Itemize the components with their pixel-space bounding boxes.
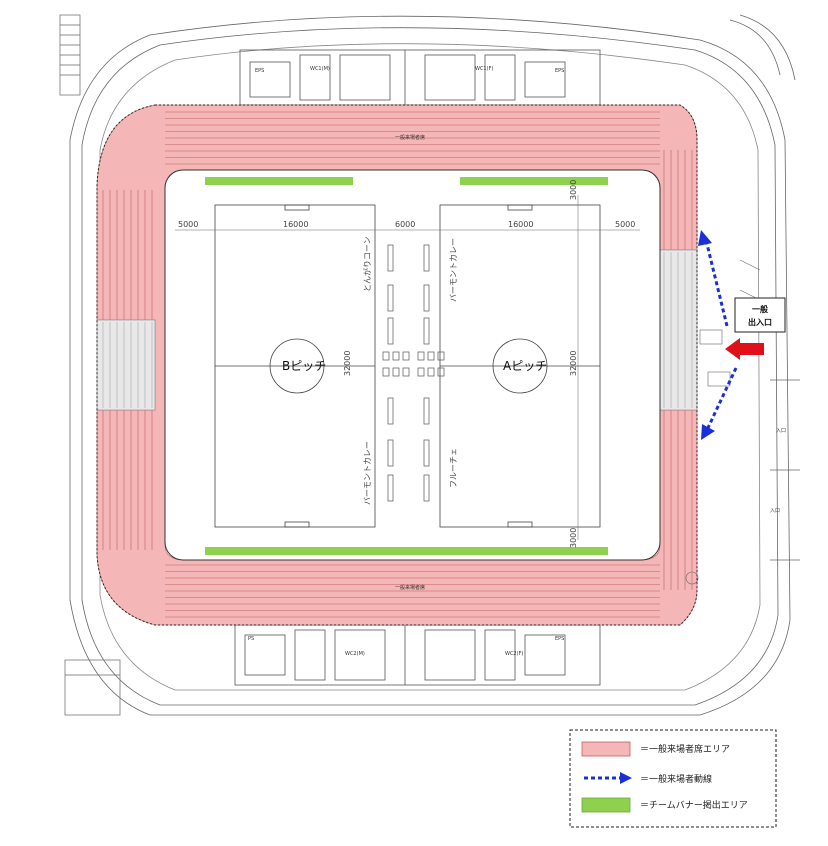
pitch-a [439,204,601,528]
bench-cluster [382,351,390,361]
dim-left-margin: 5000 [178,220,198,229]
wc2m-label: WC2(M) [345,651,365,657]
pitch-b-label: Bピッチ [282,359,326,373]
bench-cluster [402,367,410,377]
small-entrance-label-1: 入口 [776,428,786,434]
aisle-left [96,319,156,411]
bench [387,397,394,425]
bench-cluster [417,367,425,377]
top-facilities [239,49,601,106]
entrance-line1: 一般 [752,304,768,314]
small-entrance-label-2: 入口 [770,508,780,514]
center-benches [382,244,445,502]
dimension-lines [175,195,640,540]
dim-b-width: 16000 [283,220,308,229]
label-vermont-curry-top: バーモントカレー [449,238,458,302]
legend-banner-label: ＝チームバナー掲出エリア [640,799,748,811]
aisle-gaps [96,249,698,411]
banner-area-top-right [460,177,608,185]
seat-area-label-top: 一般来場者席 [395,134,425,141]
legend-swatch-banner [581,797,631,813]
dim-a-width: 16000 [508,220,533,229]
bottom-facilities [234,624,601,686]
bench-cluster [392,351,400,361]
seat-area-boundary [96,104,698,626]
bench [423,439,430,467]
arena-floor [164,169,661,561]
dim-end-margin-top: 3000 [569,180,578,200]
wc1m-label: WC1(M) [310,66,330,72]
bench [423,317,430,345]
bench-cluster [427,351,435,361]
legend-flow-label: ＝一般来場者動線 [640,773,712,785]
seat-area-label-bottom: 一般来場者席 [395,584,425,591]
bench [387,474,394,502]
bench-cluster [437,367,445,377]
pitch-a-label: Aピッチ [503,359,547,373]
bench [387,439,394,467]
entrance-box [734,297,786,333]
legend-seat-label: ＝一般来場者席エリア [640,743,730,755]
bench [387,317,394,345]
banner-area-bottom [205,547,608,555]
dim-end-margin-bottom: 3000 [569,528,578,548]
pitch-b [214,204,376,528]
aisle-right [654,249,698,411]
bench [387,244,394,272]
flow-line-up [704,239,729,327]
dim-pitch-length-a: 32000 [569,351,578,376]
flow-line-down [705,367,738,431]
entrance-line2: 出入口 [748,317,772,327]
flow-arrow-up [698,230,712,246]
pitch-a-center-circle [492,338,548,394]
flow-arrow-down [701,424,715,440]
pitch-b-center-circle [269,338,325,394]
label-vermont-curry-bottom: バーモントカレー [363,441,372,505]
entrance-arrow [725,338,764,360]
bench [423,284,430,312]
banner-area-top-left [205,177,353,185]
wc2-label: WC2(F) [505,651,523,657]
bench [387,284,394,312]
seat-rows [102,111,693,618]
bench [423,474,430,502]
legend-flow-arrowhead [620,772,632,784]
bench-cluster [417,351,425,361]
bench-cluster [392,367,400,377]
ps-label-bottom-left: PS [248,636,254,642]
bench [423,397,430,425]
bench [423,244,430,272]
eps-label-top-right: EPS [555,68,564,74]
bench-cluster [427,367,435,377]
legend-swatch-seat [581,741,631,757]
dim-right-margin: 5000 [615,220,635,229]
label-fruche: フルーチェ [449,448,458,488]
bench-cluster [382,367,390,377]
label-tongari-corn: とんがりコーン [362,236,372,292]
building-outline [59,14,800,716]
dim-pitch-length-b: 32000 [343,351,352,376]
bench-cluster [437,351,445,361]
bench-cluster [402,351,410,361]
aisle-lines [102,252,693,408]
dim-center-gap: 6000 [395,220,415,229]
eps-label-top-left: EPS [255,68,264,74]
eps-label-bottom-right: EPS [555,636,564,642]
wc1-label: WC1(F) [475,66,493,72]
legend: ＝一般来場者席エリア ＝一般来場者動線 ＝チームバナー掲出エリア [569,729,777,828]
